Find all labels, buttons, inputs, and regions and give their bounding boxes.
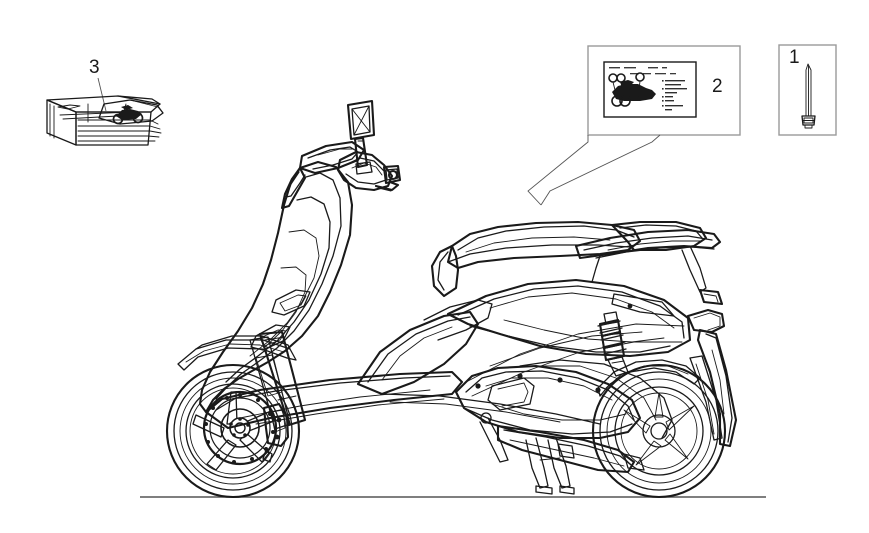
callout-box-2[interactable]	[587, 45, 741, 136]
rearview-mirror	[346, 99, 376, 175]
warning-decal-plate	[603, 61, 697, 118]
owners-manual-booklet[interactable]	[46, 77, 164, 146]
front-wheel	[165, 363, 301, 499]
callout-box-1[interactable]	[778, 44, 837, 136]
callout-3-leader	[97, 77, 107, 112]
handlebar	[336, 150, 402, 192]
tail-light	[698, 288, 724, 306]
side-stand	[479, 412, 509, 463]
callout-1-border	[778, 44, 837, 136]
rear-wheel	[591, 363, 727, 499]
rear-mudguard-arm	[689, 355, 723, 441]
callout-2-border	[587, 45, 741, 136]
callout-2-leader	[527, 134, 661, 206]
callout-number-1: 1	[789, 47, 800, 68]
decal-scooter-graphic	[608, 72, 656, 107]
footboard	[204, 370, 464, 430]
callout-number-3: 3	[89, 57, 100, 78]
center-stand	[525, 437, 575, 495]
frame-linkage	[465, 323, 685, 397]
front-fairing	[198, 140, 366, 414]
scooter-illustration	[165, 99, 738, 499]
antenna-rod-part	[801, 63, 816, 129]
rear-frame-bar	[686, 308, 738, 448]
callout-number-2: 2	[712, 76, 723, 97]
rear-fender	[597, 359, 701, 397]
lower-frame-rail	[381, 393, 601, 425]
rear-body-panel	[446, 278, 692, 358]
exhaust-muffler	[496, 424, 645, 474]
body-mid-panel	[356, 299, 493, 396]
booklet-cover-scooter-graphic	[112, 103, 144, 125]
